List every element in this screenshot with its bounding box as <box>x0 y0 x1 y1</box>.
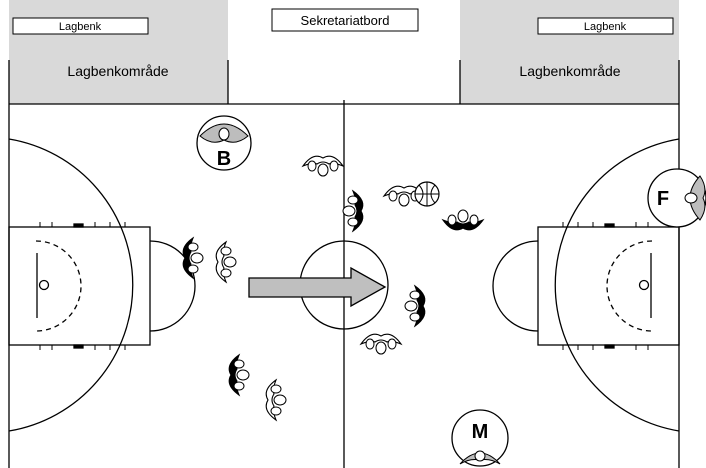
direction-arrow <box>248 266 387 308</box>
basketball-icon <box>414 181 440 207</box>
player-white-team <box>215 240 237 284</box>
player-white-team <box>359 333 403 355</box>
left-key <box>8 226 151 346</box>
scorers-table <box>271 8 419 32</box>
player-white-team <box>265 378 287 422</box>
official-b: B <box>196 115 252 171</box>
right-three-point-arc <box>554 138 680 432</box>
player-dark-team <box>228 353 250 397</box>
bench-area-right-label: Lagbenkområde <box>519 63 620 79</box>
left-free-throw-circle <box>149 240 196 332</box>
players-layer <box>182 155 485 422</box>
left-three-point-arc <box>8 138 134 432</box>
official-b-letter: B <box>217 148 231 170</box>
bench-area-right <box>460 0 679 104</box>
scorers-table-label: Sekretariatbord <box>301 13 390 28</box>
official-f: F <box>647 168 706 228</box>
player-dark-team <box>404 284 426 328</box>
official-m-letter: M <box>472 421 489 443</box>
official-f-letter: F <box>657 188 669 210</box>
team-bench-left <box>12 17 149 35</box>
player-dark-team <box>441 209 485 231</box>
bench-area-left-label: Lagbenkområde <box>67 63 168 79</box>
left-basket <box>38 279 50 291</box>
player-dark-team <box>342 189 364 233</box>
bench-area-left <box>9 0 228 104</box>
player-white-team <box>301 155 345 177</box>
team-bench-right <box>537 17 674 35</box>
right-basket <box>638 279 650 291</box>
right-key <box>537 226 680 346</box>
team-bench-left-label: Lagbenk <box>59 21 102 33</box>
team-bench-right-label: Lagbenk <box>584 21 627 33</box>
player-dark-team <box>182 236 204 280</box>
official-m: M <box>451 409 509 467</box>
right-free-throw-circle <box>492 240 539 332</box>
